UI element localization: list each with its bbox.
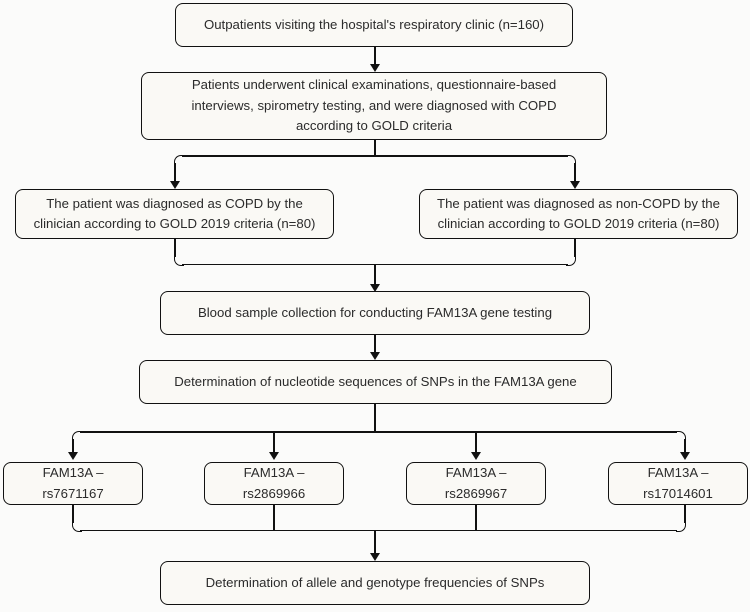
edge-split2-drop-right — [574, 163, 576, 184]
edge-merge11-stem — [374, 530, 376, 555]
node-clinical-examinations-line-1: Patients underwent clinical examinations… — [191, 77, 557, 93]
edge-merge11-riser-2 — [273, 505, 275, 531]
edge-split6-drop-2 — [273, 431, 275, 456]
node-copd-diagnosed-line-1: The patient was diagnosed as COPD by the — [46, 195, 303, 211]
edge-n5-n6-stem — [374, 335, 376, 355]
node-outpatients: Outpatients visiting the hospital's resp… — [175, 3, 573, 47]
edge-n1-n2-arrowhead — [370, 64, 380, 72]
edge-split6-arrowhead-4 — [680, 452, 690, 460]
edge-split6-drop-3 — [475, 431, 477, 456]
node-allele-genotype-frequencies-line-1: Determination of allele and genotype fre… — [205, 574, 545, 590]
edge-n5-n6-arrowhead — [370, 352, 380, 360]
edge-merge11-riser-1 — [72, 505, 74, 523]
edge-split6-drop-4 — [684, 439, 686, 456]
edge-split6-drop-1 — [72, 439, 74, 456]
edge-split6-arrowhead-3 — [471, 452, 481, 460]
node-copd-diagnosed: The patient was diagnosed as COPD by the… — [15, 189, 334, 239]
edge-merge5-stem — [374, 264, 376, 286]
node-snp-rs2869966-label: FAM13A – rs2869966 — [242, 465, 306, 501]
node-clinical-examinations: Patients underwent clinical examinations… — [141, 72, 607, 140]
edge-merge11-riser-4 — [684, 505, 686, 523]
edge-merge5-riser-right — [574, 239, 576, 257]
node-clinical-examinations-line-3: according to GOLD criteria — [295, 118, 453, 134]
node-snp-rs2869967-label: FAM13A – rs2869967 — [444, 465, 508, 501]
edge-split2-stem — [374, 140, 376, 156]
node-snp-rs17014601-label: FAM13A – rs17014601 — [643, 465, 713, 501]
node-blood-sample-collection-line-1: Blood sample collection for conducting F… — [197, 304, 553, 320]
node-copd-diagnosed-line-2: clinician according to GOLD 2019 criteri… — [33, 216, 316, 231]
edge-split2-bus — [182, 155, 568, 157]
edge-split6-corner-left — [72, 431, 82, 441]
edge-merge5-corner-right — [566, 256, 576, 266]
node-snp-rs7671167-label: FAM13A – rs7671167 — [42, 465, 104, 501]
edge-merge5-corner-left — [174, 256, 184, 266]
node-blood-sample-collection: Blood sample collection for conducting F… — [160, 291, 590, 335]
edge-merge11-corner-left — [72, 522, 82, 532]
edge-merge11-arrowhead — [370, 553, 380, 561]
edge-n1-n2-stem — [374, 47, 376, 67]
node-non-copd-diagnosed-line-1: The patient was diagnosed as non-COPD by… — [437, 195, 720, 211]
node-snp-rs7671167: FAM13A – rs7671167 — [3, 462, 143, 505]
edge-split2-arrowhead-right — [570, 181, 580, 189]
node-nucleotide-sequences-line-1: Determination of nucleotide sequences of… — [174, 373, 577, 389]
edge-split6-arrowhead-2 — [269, 452, 279, 460]
node-snp-rs2869967: FAM13A – rs2869967 — [406, 462, 546, 505]
edge-merge5-arrowhead — [370, 284, 380, 292]
node-non-copd-diagnosed-line-2: clinician according to GOLD 2019 criteri… — [437, 216, 720, 231]
node-outpatients-line-1: Outpatients visiting the hospital's resp… — [203, 16, 545, 32]
edge-split2-corner-left — [174, 155, 184, 165]
node-snp-rs17014601: FAM13A – rs17014601 — [608, 462, 748, 505]
node-clinical-examinations-line-2: interviews, spirometry testing, and were… — [191, 97, 557, 113]
edge-merge5-riser-left — [174, 239, 176, 257]
edge-split2-arrowhead-left — [170, 181, 180, 189]
node-snp-rs2869966: FAM13A – rs2869966 — [204, 462, 344, 505]
node-nucleotide-sequences: Determination of nucleotide sequences of… — [139, 360, 612, 404]
edge-split6-arrowhead-1 — [68, 452, 78, 460]
node-non-copd-diagnosed: The patient was diagnosed as non-COPD by… — [419, 189, 738, 239]
edge-merge11-corner-right — [676, 522, 686, 532]
node-allele-genotype-frequencies: Determination of allele and genotype fre… — [160, 561, 590, 605]
edge-split6-corner-right — [676, 431, 686, 441]
edge-merge11-bus — [80, 529, 677, 532]
edge-split6-stem — [374, 404, 376, 432]
edge-split6-bus — [80, 431, 677, 433]
edge-split2-drop-left — [174, 163, 176, 184]
edge-merge11-riser-3 — [475, 505, 477, 531]
edge-split2-corner-right — [566, 155, 576, 165]
